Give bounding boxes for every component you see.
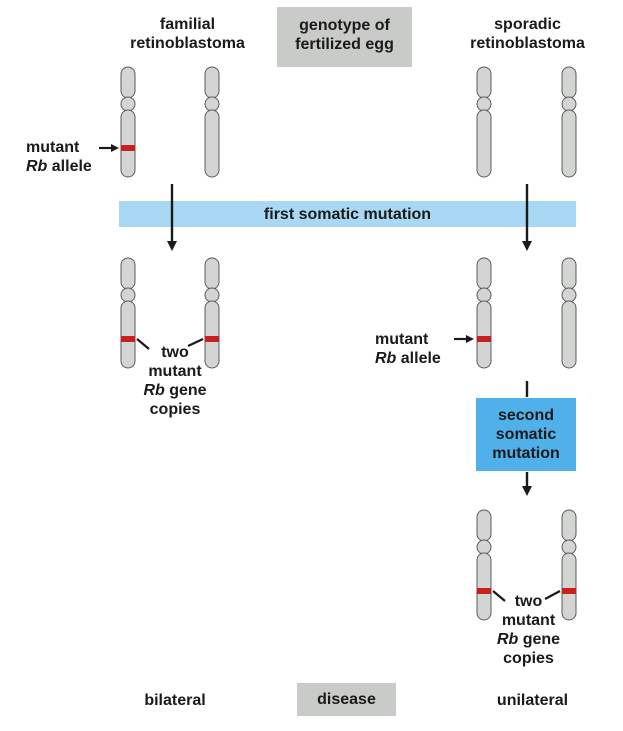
second-mutation-label: second somatic mutation [492, 407, 560, 462]
mutation-band [477, 588, 491, 594]
mutation-band [121, 145, 135, 151]
two-mutant-copies-sporadic: two mutant Rb gene copies [496, 593, 561, 667]
mutation-band [477, 336, 491, 342]
unilateral-label: unilateral [496, 692, 569, 709]
chromosome-familial-2 [204, 66, 220, 178]
genotype-header: genotype of fertilized egg [295, 17, 394, 53]
arrows [167, 184, 532, 496]
mutation-band [562, 588, 576, 594]
chromosome-familial-1 [120, 66, 136, 178]
chromosome-sporadic-4 [561, 257, 577, 369]
chromosome-sporadic-1 [476, 66, 492, 178]
mutation-band [121, 336, 135, 342]
mutant-allele-label-familial: mutant Rb allele [26, 139, 92, 175]
first-mutation-bar [119, 201, 576, 227]
bilateral-label: bilateral [144, 692, 206, 709]
second-mutation-box [476, 398, 576, 471]
two-mutant-copies-familial: two mutant Rb gene copies [143, 344, 207, 418]
sporadic-header: sporadic retinoblastoma [470, 16, 585, 52]
first-mutation-label: first somatic mutation [263, 206, 432, 223]
mutation-band [205, 336, 219, 342]
genotype-box [277, 7, 412, 67]
mutant-allele-label-sporadic: mutant Rb allele [375, 331, 441, 367]
familial-header: familial retinoblastoma [130, 16, 245, 52]
chromosome-sporadic-3 [476, 257, 492, 369]
label-pointers [99, 144, 561, 602]
chromosome-sporadic-2 [561, 66, 577, 178]
disease-box [297, 683, 396, 716]
disease-label: disease [317, 691, 376, 708]
